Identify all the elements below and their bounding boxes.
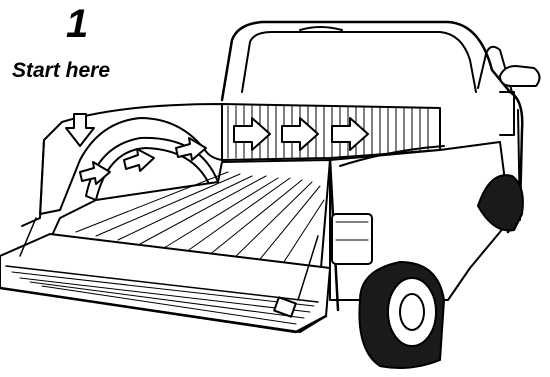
step-number: 1 [66,2,88,46]
side-mirror [500,66,540,86]
rear-wheel [359,262,444,368]
tail-light [332,214,372,264]
step-caption: Start here [12,58,110,84]
